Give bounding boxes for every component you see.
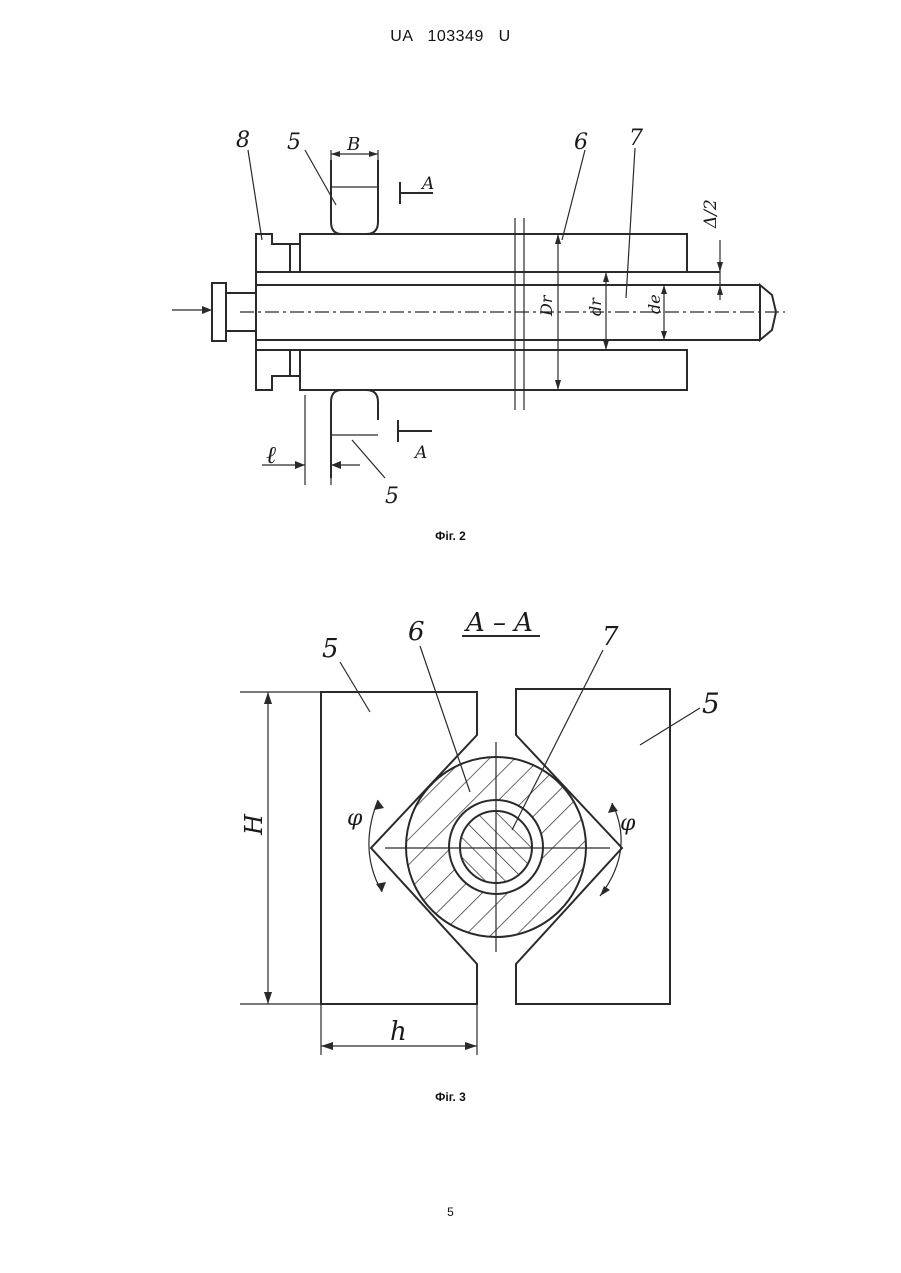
label-part-7: 7: [629, 126, 643, 151]
label-height-h: H: [240, 813, 268, 836]
label-section-a-top: A: [420, 174, 434, 194]
label-section-a-bottom: A: [413, 443, 427, 463]
label-dia-dr-outer: Dr: [537, 294, 556, 317]
label-width-h: h: [390, 1017, 407, 1047]
label-part-5-left: 5: [322, 634, 339, 664]
ring-6-bottom-section: [300, 350, 687, 390]
figure-2-caption: Фіг. 2: [0, 529, 901, 543]
label-dia-de: de: [645, 294, 664, 314]
label-part-5-bottom: 5: [385, 484, 399, 509]
push-rod-head: [212, 283, 226, 341]
label-part-7: 7: [602, 622, 619, 652]
figure-3-caption: Фіг. 3: [0, 1090, 901, 1104]
label-width-b: B: [346, 134, 360, 155]
figure-2-drawing: 8 5 B A 6 7 Δ/2 Dr dr de A ℓ 5: [0, 0, 901, 530]
label-delta-half: Δ/2: [701, 199, 721, 229]
label-part-5-top: 5: [287, 130, 301, 155]
part-8-top-section: [256, 234, 290, 272]
figure-3-drawing: A – A 5 6 7 5 H h φ φ: [0, 600, 901, 1100]
part-8-bottom-section: [256, 350, 290, 390]
die-5-upper: [331, 160, 378, 234]
page-number: 5: [0, 1205, 901, 1219]
label-part-6: 6: [408, 617, 425, 647]
label-part-8: 8: [236, 128, 250, 153]
label-part-5-right: 5: [702, 687, 720, 720]
label-angle-right: φ: [620, 811, 636, 836]
label-part-6: 6: [574, 130, 588, 155]
label-angle-left: φ: [347, 806, 363, 831]
label-section-a-a: A – A: [464, 608, 533, 638]
label-length-l: ℓ: [266, 441, 276, 469]
label-dia-dr-inner: dr: [586, 297, 605, 316]
